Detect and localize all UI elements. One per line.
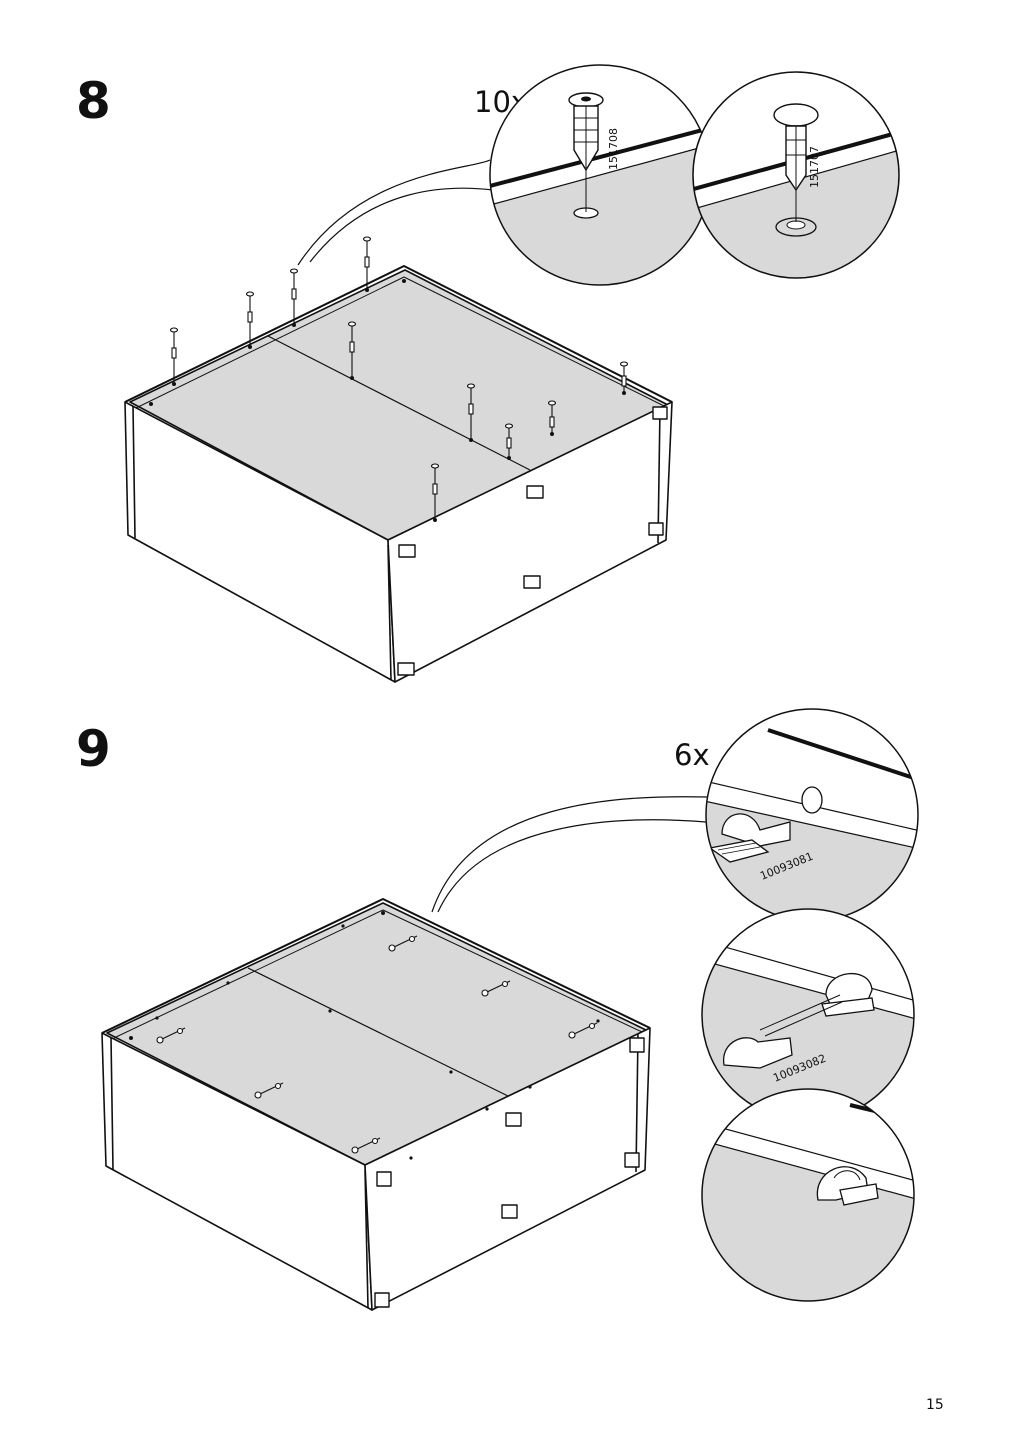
detail-circle-151708: 151708 bbox=[489, 64, 711, 286]
page-number: 15 bbox=[926, 1397, 944, 1413]
detail-circle-assembled bbox=[701, 1088, 915, 1302]
step-9-clips bbox=[156, 935, 598, 1154]
step-9-callout-line bbox=[431, 796, 709, 913]
step-9-quantity: 6x bbox=[674, 738, 710, 772]
step-8-cabinet bbox=[124, 265, 673, 683]
step-9-cabinet bbox=[101, 898, 651, 1311]
detail-circle-10093082: 10093082 bbox=[701, 908, 915, 1122]
detail-circle-10093081: 10093081 bbox=[705, 708, 919, 922]
detail-circle-151707: 151707 bbox=[692, 71, 900, 279]
step-8-screws bbox=[169, 236, 629, 518]
part-label-151708: 151708 bbox=[607, 128, 620, 170]
step-8-number: 8 bbox=[76, 72, 111, 130]
step-9-number: 9 bbox=[76, 720, 111, 778]
part-label-151707: 151707 bbox=[808, 146, 821, 188]
step-8-callout-line bbox=[297, 159, 491, 266]
